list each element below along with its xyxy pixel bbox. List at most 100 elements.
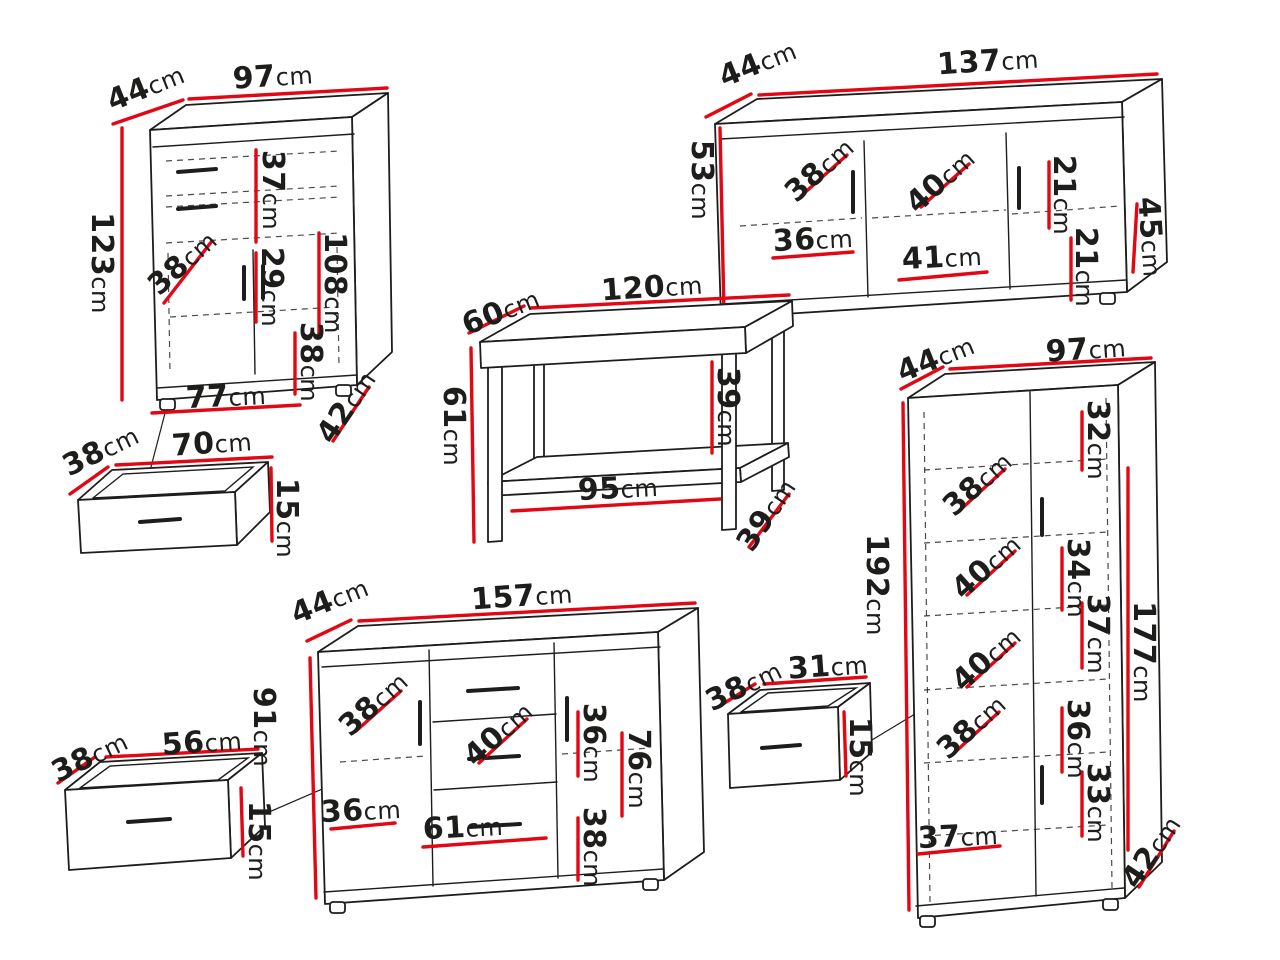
dim-sideboard-internal-5: 76cm bbox=[621, 728, 656, 810]
chest-dimension-lines bbox=[111, 86, 389, 443]
dim-tv-internal-2: 21cm bbox=[1046, 155, 1081, 235]
dim-drawer3-width: 31cm bbox=[786, 648, 870, 687]
dim-value: 15 bbox=[269, 477, 304, 521]
dim-sideboard-internal-3: 36cm bbox=[319, 792, 402, 831]
chest-drawing bbox=[149, 92, 393, 411]
dim-chest-internal-0: 37cm bbox=[255, 150, 290, 231]
dim-value: 123 bbox=[84, 212, 119, 277]
small-drawer-1-drawing bbox=[77, 461, 271, 554]
small-drawer-3-drawing bbox=[727, 682, 873, 789]
dim-unit: cm bbox=[686, 182, 714, 221]
dim-value: 76 bbox=[621, 728, 656, 772]
dim-value: 91 bbox=[246, 686, 281, 730]
dim-drawer2-height: 15cm bbox=[241, 800, 276, 882]
d im-unit: cm bbox=[1087, 334, 1128, 365]
dim-sideboard-internal-4: 61cm bbox=[421, 809, 504, 848]
dim-drawer2-width: 56cm bbox=[160, 724, 244, 763]
dim-value: 36 bbox=[1060, 698, 1095, 742]
dim-value: 61 bbox=[421, 809, 467, 848]
dim-value: 15 bbox=[241, 800, 276, 844]
dim-unit: cm bbox=[256, 289, 284, 328]
dim-cabinet-internal-9: 33cm bbox=[1080, 763, 1115, 843]
dim-sideboard-internal-6: 38cm bbox=[576, 806, 611, 887]
dim-value: 137 bbox=[936, 43, 1003, 83]
dim-value: 36 bbox=[576, 702, 611, 746]
dim-value: 95 bbox=[576, 470, 622, 509]
dim-value: 177 bbox=[1126, 601, 1161, 666]
dim-cabinet-width: 97cm bbox=[1044, 331, 1128, 370]
dim-tv-height: 53cm bbox=[684, 139, 719, 221]
dim-chest-internal-4: 38cm bbox=[293, 321, 328, 402]
dim-chest-internal-5: 77cm bbox=[185, 379, 267, 416]
dim-unit: cm bbox=[959, 821, 999, 852]
dim-unit: cm bbox=[1135, 238, 1166, 279]
small-drawer-3-dimension-lines bbox=[716, 675, 868, 778]
dim-value: 45 bbox=[1130, 195, 1169, 241]
dim-value: 97 bbox=[231, 58, 277, 97]
dim-table-height: 61cm bbox=[436, 386, 471, 467]
small-drawer-2-drawing bbox=[64, 752, 266, 871]
dim-unit: cm bbox=[257, 192, 285, 231]
dim-value: 38 bbox=[293, 321, 328, 365]
dim-cabinet-internal-0: 32cm bbox=[1080, 399, 1115, 480]
dim-tv-internal-6: 45cm bbox=[1130, 195, 1169, 279]
dim-value: 97 bbox=[1044, 331, 1090, 370]
dim-sideboard-internal-2: 36cm bbox=[576, 702, 611, 784]
tv-stand-drawing bbox=[714, 78, 1168, 328]
dim-unit: cm bbox=[438, 428, 466, 467]
dim-unit: cm bbox=[1082, 636, 1110, 675]
dim-unit: cm bbox=[623, 771, 651, 810]
small-drawer-1-dimension-lines bbox=[68, 455, 274, 543]
dim-unit: cm bbox=[1070, 269, 1098, 308]
dim-value: 32 bbox=[1080, 399, 1115, 443]
dim-value: 36 bbox=[771, 221, 817, 260]
dim-value: 56 bbox=[160, 724, 206, 763]
dim-value: 53 bbox=[684, 139, 719, 183]
tall-cabinet-dimension-lines bbox=[899, 356, 1176, 912]
dim-cabinet-internal-8: 177cm bbox=[1126, 601, 1161, 703]
dim-tv-internal-4: 41cm bbox=[900, 239, 983, 278]
dim-value: 34 bbox=[1060, 537, 1095, 581]
dim-value: 29 bbox=[254, 246, 289, 290]
dim-value: 36 bbox=[319, 792, 365, 831]
dim-unit: cm bbox=[844, 759, 872, 798]
dim-unit: cm bbox=[86, 276, 114, 314]
sideboard-dimension-lines bbox=[305, 601, 697, 900]
dim-sideboard-height: 91cm bbox=[246, 686, 281, 767]
dim-value: 41 bbox=[900, 239, 946, 278]
dim-unit: cm bbox=[362, 795, 402, 826]
dim-value: 37 bbox=[916, 818, 962, 857]
dim-table-internal-0: 39cm bbox=[710, 367, 745, 447]
dim-drawer1-width: 70cm bbox=[171, 426, 254, 464]
dim-value: 31 bbox=[786, 648, 832, 687]
dim-chest-internal-2: 108cm bbox=[317, 232, 352, 334]
dim-chest-height: 123cm bbox=[84, 212, 119, 314]
dim-unit: cm bbox=[1128, 665, 1156, 703]
dim-value: 157 bbox=[470, 578, 537, 618]
dim-unit: cm bbox=[664, 271, 704, 303]
dim-tv-internal-5: 21cm bbox=[1068, 226, 1103, 308]
dim-unit: cm bbox=[271, 520, 299, 559]
dim-value: 108 bbox=[317, 232, 352, 297]
dim-value: 192 bbox=[859, 534, 894, 599]
dim-cabinet-internal-10: 37cm bbox=[916, 818, 999, 857]
small-drawer-2-dimension-lines bbox=[56, 747, 260, 858]
dim-unit: cm bbox=[578, 745, 606, 784]
dim-unit: cm bbox=[213, 428, 254, 459]
dim-unit: cm bbox=[464, 812, 504, 843]
dim-unit: cm bbox=[243, 843, 271, 882]
dim-value: 15 bbox=[842, 716, 877, 760]
dim-value: 120 bbox=[600, 269, 667, 309]
dim-tv-internal-3: 36cm bbox=[771, 221, 854, 260]
dim-chest-internal-3: 29cm bbox=[254, 246, 289, 328]
dim-value: 21 bbox=[1068, 226, 1103, 270]
dim-cabinet-height: 192cm bbox=[859, 534, 894, 636]
dim-unit: cm bbox=[203, 727, 244, 758]
coffee-table-dimension-lines bbox=[467, 293, 791, 549]
dim-unit: cm bbox=[227, 381, 267, 412]
tv-stand-dimension-lines bbox=[704, 72, 1159, 315]
dim-unit: cm bbox=[1000, 45, 1040, 77]
dim-unit: cm bbox=[829, 651, 870, 682]
dim-value: 38 bbox=[576, 806, 611, 850]
